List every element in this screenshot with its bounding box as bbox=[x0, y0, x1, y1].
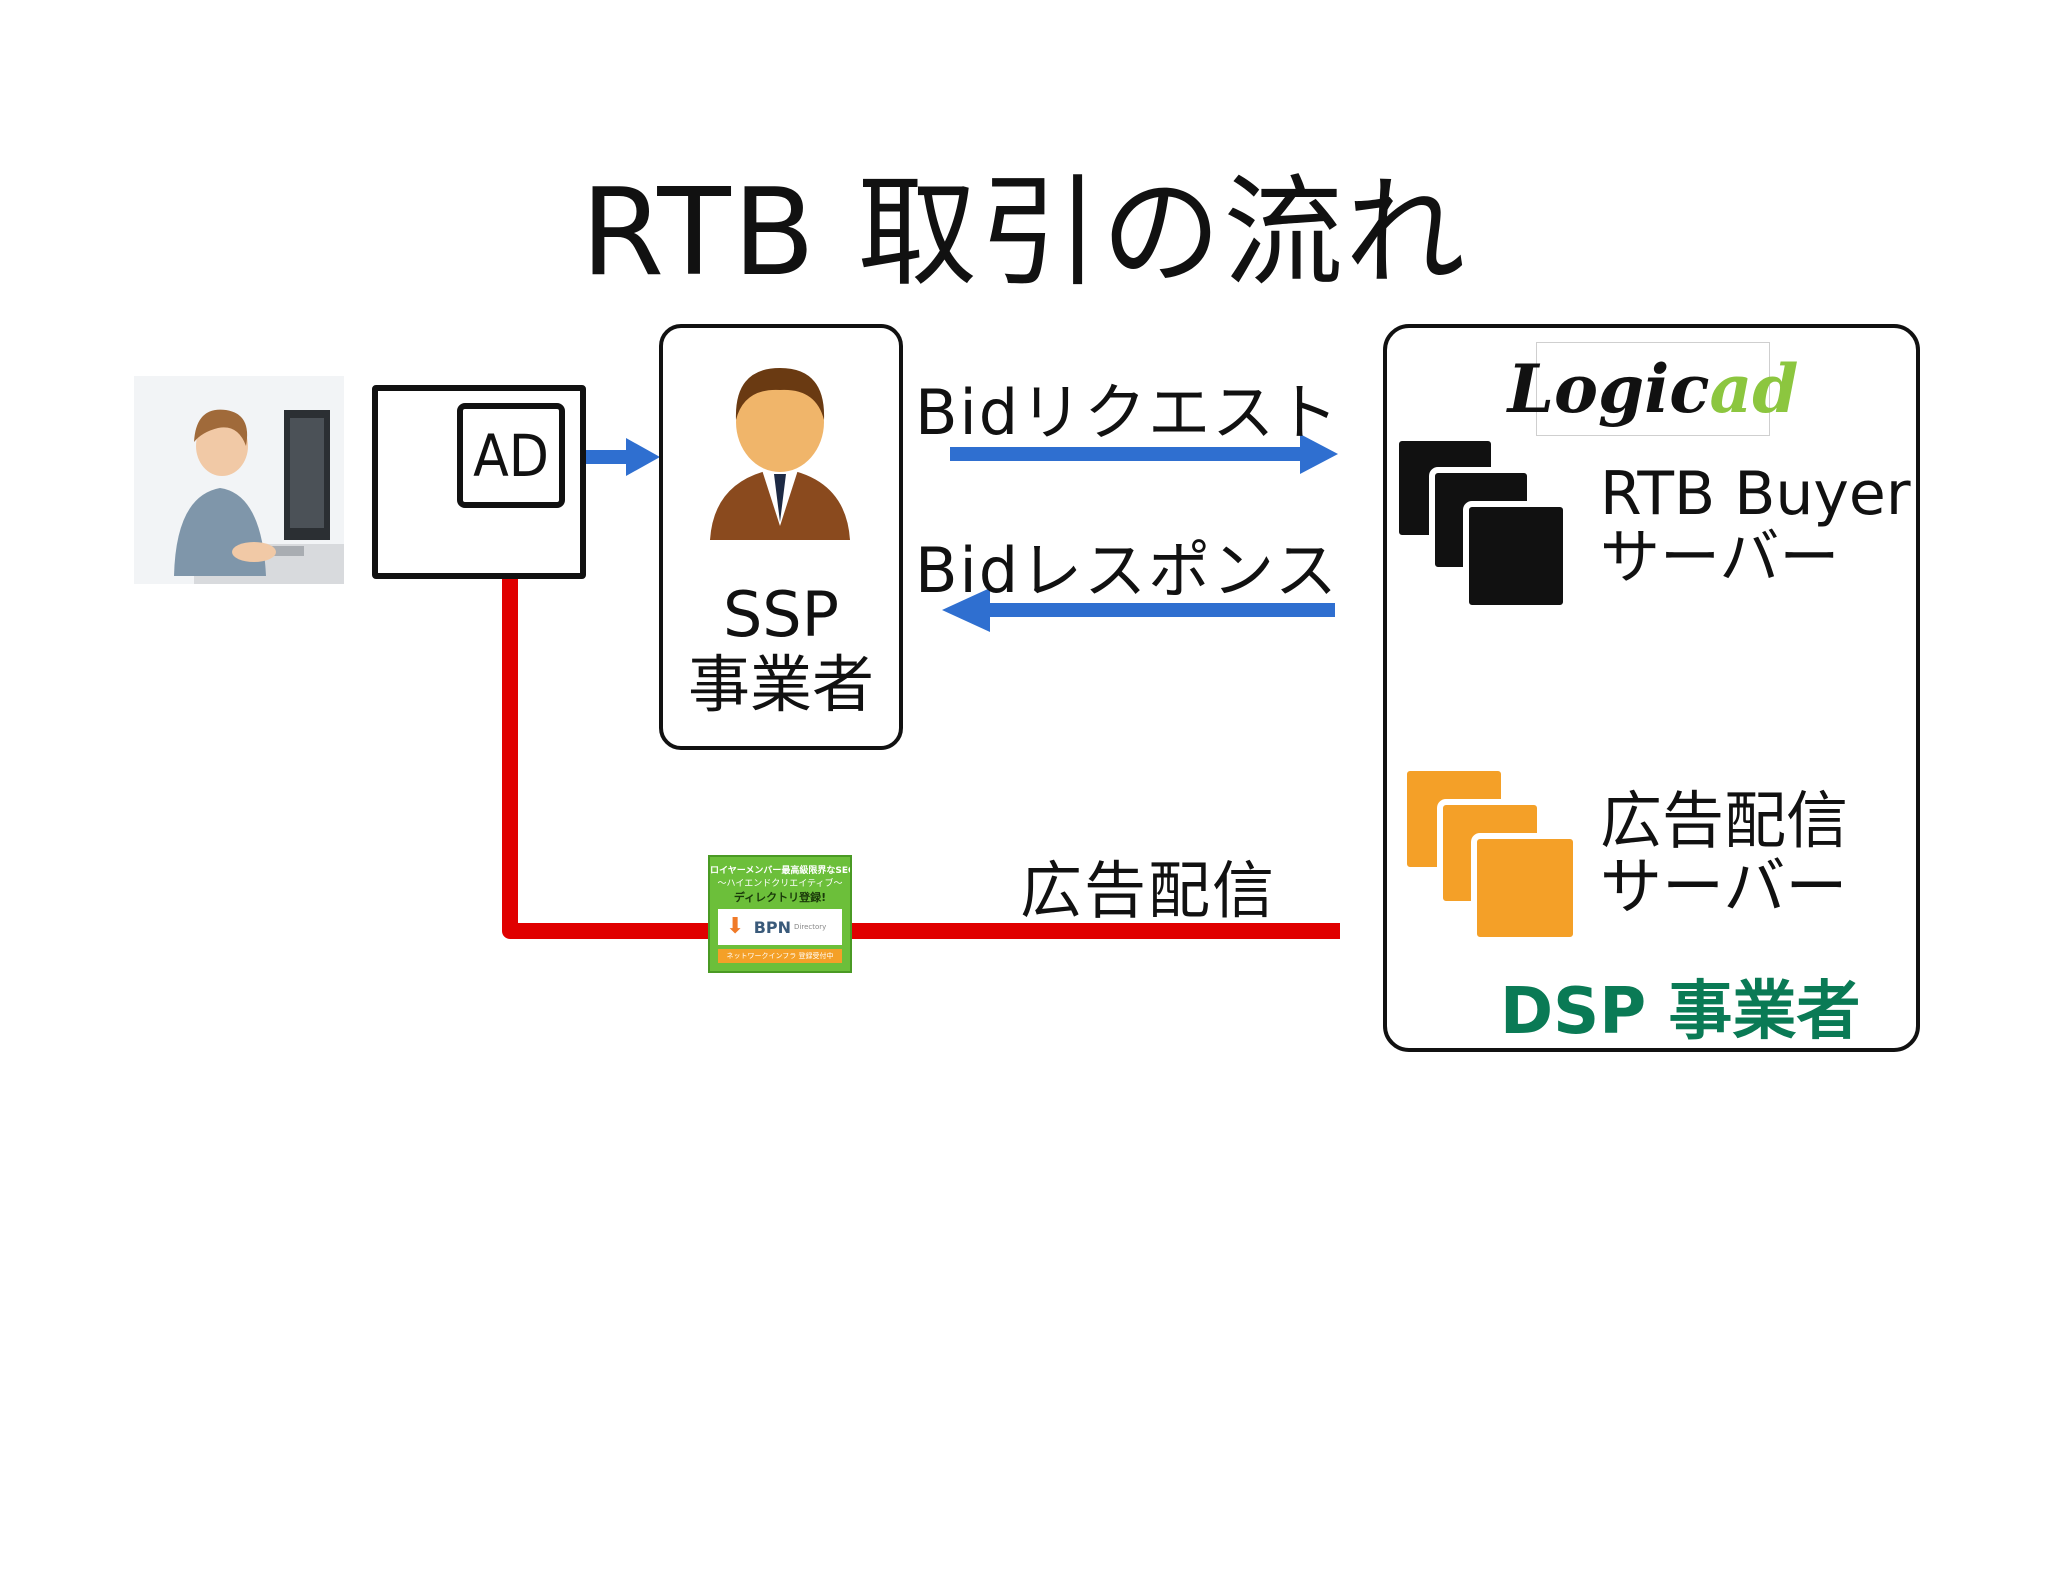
logicad-logo-part2: ad bbox=[1709, 350, 1799, 428]
down-arrow-icon: ⬇ bbox=[726, 914, 745, 939]
ssp-label: SSP 事業者 bbox=[659, 580, 903, 720]
ad-delivery-label: 広告配信 bbox=[1020, 854, 1277, 927]
user-at-computer-image bbox=[134, 376, 344, 584]
ad-label: AD bbox=[473, 421, 549, 490]
banner-ad-image: ロイヤーメンバー最高級限界なSEO 〜ハイエンドクリエイティブ〜 ディレクトリ登… bbox=[708, 855, 852, 973]
banner-line1: ロイヤーメンバー最高級限界なSEO bbox=[710, 866, 850, 876]
banner-brand: BPN bbox=[753, 917, 792, 937]
dsp-label: DSP 事業者 bbox=[1500, 975, 1861, 1049]
delivery-server-label: 広告配信 サーバー bbox=[1600, 788, 1848, 920]
banner-cta: ネットワークインフラ 登録受付中 bbox=[718, 949, 842, 963]
bid-response-arrow-head bbox=[942, 588, 990, 632]
banner-inner: ⬇ BPN Directory bbox=[718, 909, 842, 945]
delivery-server-icon bbox=[1402, 766, 1579, 943]
ad-to-ssp-arrow-head bbox=[626, 438, 660, 476]
rtb-server-label: RTB Buyer サーバー bbox=[1600, 462, 1911, 590]
rtb-server-icon bbox=[1394, 435, 1569, 611]
bid-request-arrow-head bbox=[1300, 434, 1338, 474]
bid-request-label: Bidリクエスト bbox=[915, 376, 1341, 449]
user-icon bbox=[134, 376, 344, 584]
delivery-server-label-line2: サーバー bbox=[1600, 850, 1848, 923]
banner-brand-sub: Directory bbox=[794, 923, 827, 931]
bid-response-label: Bidレスポンス bbox=[915, 534, 1339, 607]
delivery-server-label-line1: 広告配信 bbox=[1600, 784, 1849, 857]
banner-line2: 〜ハイエンドクリエイティブ〜 bbox=[717, 879, 843, 889]
ad-slot-box: AD bbox=[457, 403, 565, 508]
ssp-person-icon bbox=[710, 368, 850, 540]
banner-line3: ディレクトリ登録! bbox=[733, 891, 827, 904]
rtb-server-label-line1: RTB Buyer bbox=[1600, 459, 1911, 529]
ad-delivery-arrow-line bbox=[502, 540, 1340, 939]
page-title: RTB 取引の流れ bbox=[580, 164, 1468, 303]
logicad-logo-part1: Logic bbox=[1507, 350, 1710, 428]
ssp-label-line1: SSP bbox=[722, 578, 840, 651]
ssp-label-line2: 事業者 bbox=[687, 648, 874, 721]
rtb-server-label-line2: サーバー bbox=[1600, 523, 1840, 593]
